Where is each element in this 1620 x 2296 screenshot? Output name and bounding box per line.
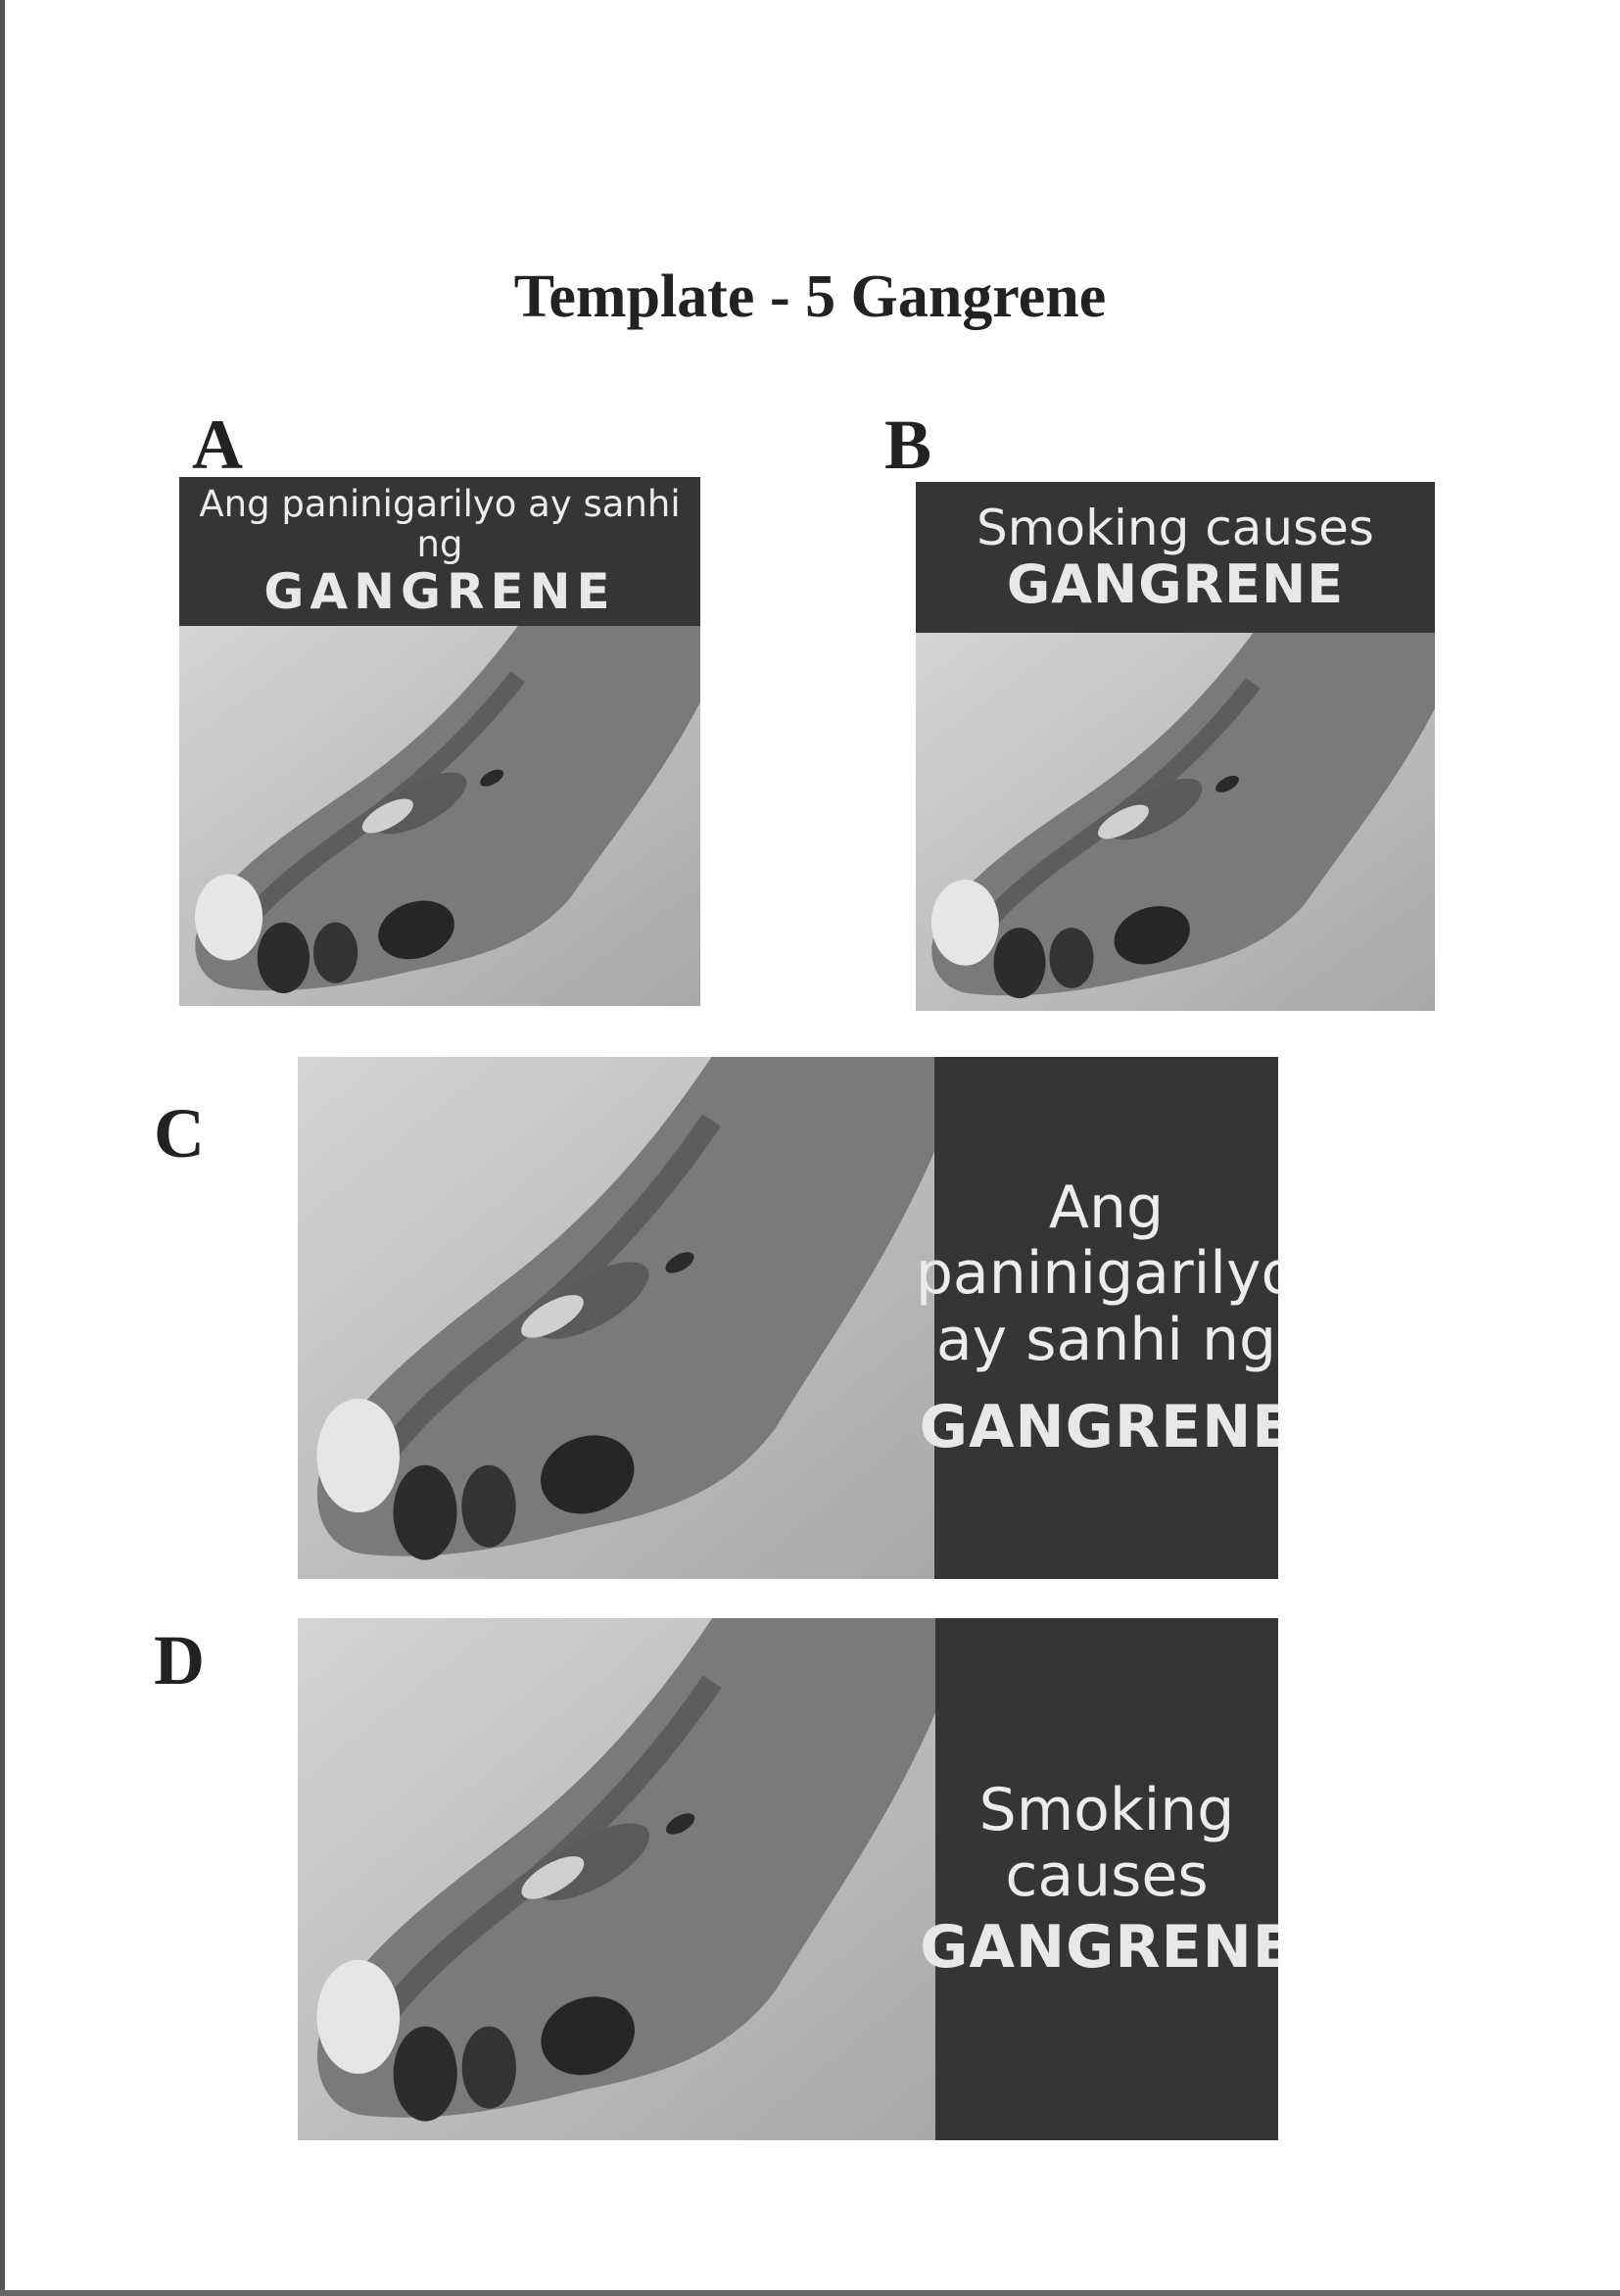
warning-text: ay sanhi ng (935, 1305, 1277, 1374)
warning-banner: Smoking causes GANGRENE (916, 482, 1435, 633)
page-edge (0, 2290, 1620, 2296)
warning-text: Smoking causes (977, 499, 1374, 556)
gangrene-foot-photo (298, 1618, 935, 2140)
warning-text: causes (1005, 1841, 1209, 1910)
warning-headline: GANGRENE (920, 1913, 1278, 1983)
warning-banner: Smoking causes GANGRENE (920, 1618, 1278, 2140)
warning-panel-c: Ang paninigarilyo ay sanhi ng GANGRENE (298, 1057, 1278, 1579)
panel-letter-a: A (192, 406, 243, 484)
panel-letter-c: C (154, 1094, 205, 1172)
panel-letter-d: D (154, 1621, 205, 1699)
warning-banner: Ang paninigarilyo ay sanhi ng GANGRENE (916, 1057, 1278, 1579)
gangrene-foot-photo (916, 633, 1435, 1011)
warning-text: paninigarilyo (915, 1239, 1278, 1309)
gangrene-foot-photo (298, 1057, 934, 1579)
warning-panel-a: Ang paninigarilyo ay sanhi ng GANGRENE (179, 477, 700, 1006)
warning-text: Ang paninigarilyo ay sanhi ng (199, 482, 681, 565)
warning-text: Smoking (978, 1775, 1235, 1844)
page-edge (0, 0, 5, 2296)
gangrene-foot-photo (179, 626, 700, 1006)
warning-text: Ang (1048, 1173, 1165, 1243)
warning-headline: GANGRENE (919, 1392, 1278, 1461)
warning-banner: Ang paninigarilyo ay sanhi ng GANGRENE (179, 477, 700, 626)
warning-panel-d: Smoking causes GANGRENE (298, 1618, 1278, 2140)
page-title: Template - 5 Gangrene (513, 263, 1107, 330)
panel-letter-b: B (884, 406, 932, 484)
warning-headline: GANGRENE (1006, 552, 1345, 615)
warning-panel-b: Smoking causes GANGRENE (916, 482, 1435, 1011)
warning-headline: GANGRENE (263, 563, 616, 621)
